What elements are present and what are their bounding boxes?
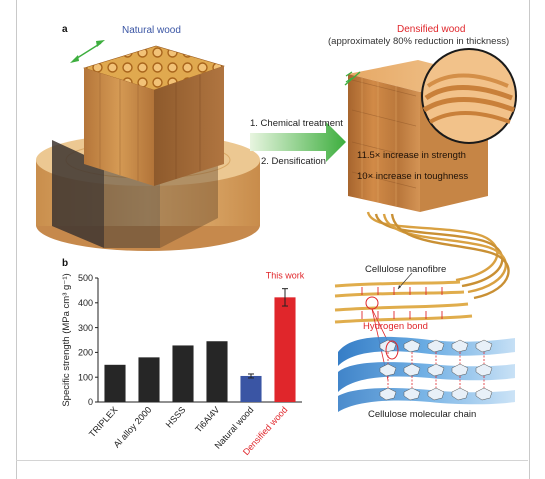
- nanofibre-illustration: [334, 211, 515, 412]
- x-tick-label: Ti6Al4V: [193, 405, 221, 435]
- natural-wood-title: Natural wood: [122, 25, 181, 36]
- chart-axes: [97, 278, 302, 403]
- y-tick-label: 400: [78, 298, 93, 308]
- bar-densified-wood: [274, 297, 296, 402]
- hydrogen-bond-label: Hydrogen bond: [363, 321, 428, 332]
- natural-wood-illustration: [36, 40, 260, 251]
- bar-natural-wood: [240, 375, 262, 402]
- bar-al-alloy-2000: [138, 357, 160, 402]
- figure-frame: [16, 0, 530, 479]
- annotation-this-work: This work: [266, 271, 305, 281]
- y-tick-label: 500: [78, 273, 93, 283]
- bars: [104, 288, 296, 402]
- y-tick-label: 100: [78, 372, 93, 382]
- y-tick-label: 0: [88, 397, 93, 407]
- panel-a-label: a: [62, 24, 68, 35]
- y-ticks: 0 100 200 300 400 500: [78, 273, 98, 407]
- bar-ti6al4v: [206, 341, 228, 402]
- densified-wood-illustration: [344, 48, 517, 212]
- y-tick-label: 300: [78, 323, 93, 333]
- process-step-1: 1. Chemical treatment: [250, 118, 343, 129]
- process-arrow: [250, 122, 346, 162]
- bar-triplex: [104, 364, 126, 402]
- cellulose-molecular-chain-label: Cellulose molecular chain: [368, 409, 477, 420]
- x-tick-label: HSSS: [164, 405, 188, 430]
- cellulose-nanofibre-label: Cellulose nanofibre: [365, 264, 447, 275]
- bar-hsss: [172, 345, 194, 402]
- process-step-2: 2. Densification: [261, 156, 326, 167]
- y-axis-label: Specific strength (MPa cm³ g⁻¹): [61, 273, 72, 406]
- y-tick-label: 200: [78, 348, 93, 358]
- improvement-toughness: 10× increase in toughness: [357, 171, 469, 182]
- panel-b-label: b: [62, 258, 69, 269]
- bottom-divider: [16, 460, 528, 461]
- x-tick-label: TRIPLEX: [87, 405, 120, 440]
- densified-wood-subtitle: (approximately 80% reduction in thicknes…: [328, 36, 510, 47]
- improvement-strength: 11.5× increase in strength: [357, 150, 466, 161]
- densified-wood-title: Densified wood: [397, 24, 466, 35]
